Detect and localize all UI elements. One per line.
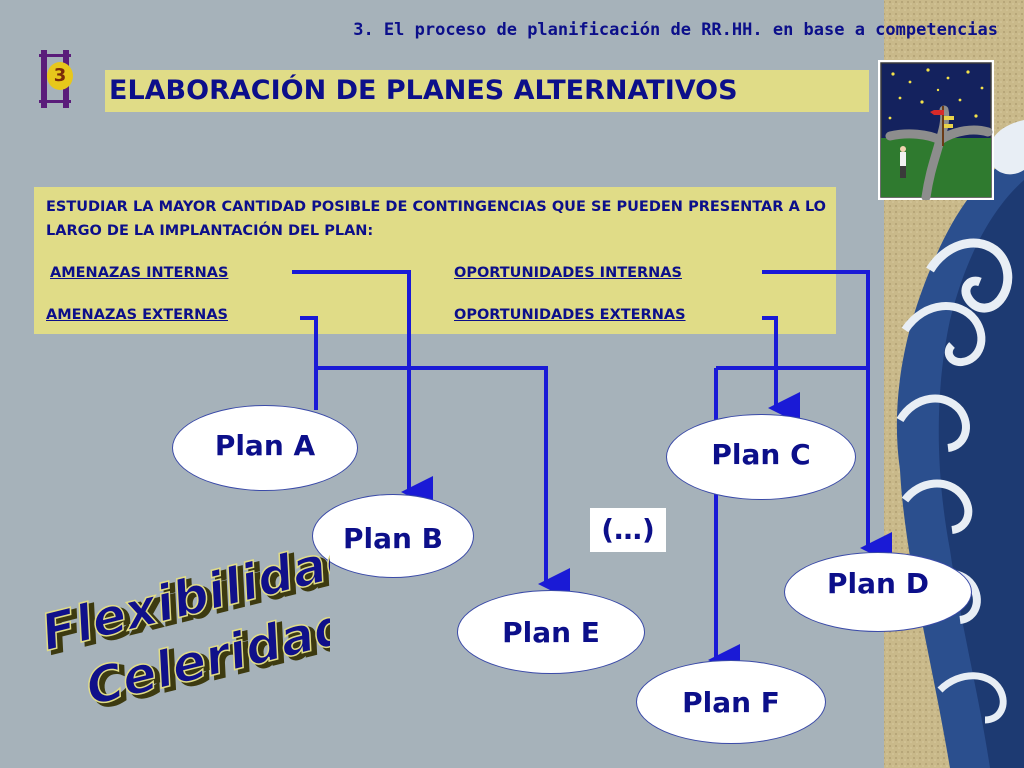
plan-a-ellipse: Plan A xyxy=(172,405,358,491)
plan-f-ellipse: Plan F xyxy=(636,660,826,744)
section-title: ELABORACIÓN DE PLANES ALTERNATIVOS xyxy=(105,70,869,112)
flexibility-speed-wordart: Flexibilidad Flexibilidad Celeridad Cele… xyxy=(35,530,330,721)
header-title: 3. El proceso de planificación de RR.HH.… xyxy=(353,20,998,40)
chapter-number: 3 xyxy=(47,62,73,90)
plan-c-ellipse: Plan C xyxy=(666,414,856,500)
plan-b-label: Plan B xyxy=(342,522,444,555)
opportunities-internal-link: OPORTUNIDADES INTERNAS xyxy=(454,265,682,281)
plan-e-label: Plan E xyxy=(502,616,600,649)
contingencies-box: ESTUDIAR LA MAYOR CANTIDAD POSIBLE DE CO… xyxy=(34,187,836,334)
plan-b-ellipse: Plan B xyxy=(312,494,474,578)
more-plans-box: (…) xyxy=(590,508,666,552)
plan-a-label: Plan A xyxy=(214,429,316,462)
plan-d-label: Plan D xyxy=(827,567,929,600)
plan-c-label: Plan C xyxy=(711,438,811,471)
threats-external-link: AMENAZAS EXTERNAS xyxy=(46,307,228,323)
contingencies-text: ESTUDIAR LA MAYOR CANTIDAD POSIBLE DE CO… xyxy=(46,199,826,239)
crossroads-picture xyxy=(878,60,994,200)
opportunities-external-link: OPORTUNIDADES EXTERNAS xyxy=(454,307,686,323)
plan-f-label: Plan F xyxy=(682,686,780,719)
threats-internal-link: AMENAZAS INTERNAS xyxy=(50,265,229,281)
plan-e-ellipse: Plan E xyxy=(457,590,645,674)
plan-d-ellipse: Plan D xyxy=(784,552,972,632)
